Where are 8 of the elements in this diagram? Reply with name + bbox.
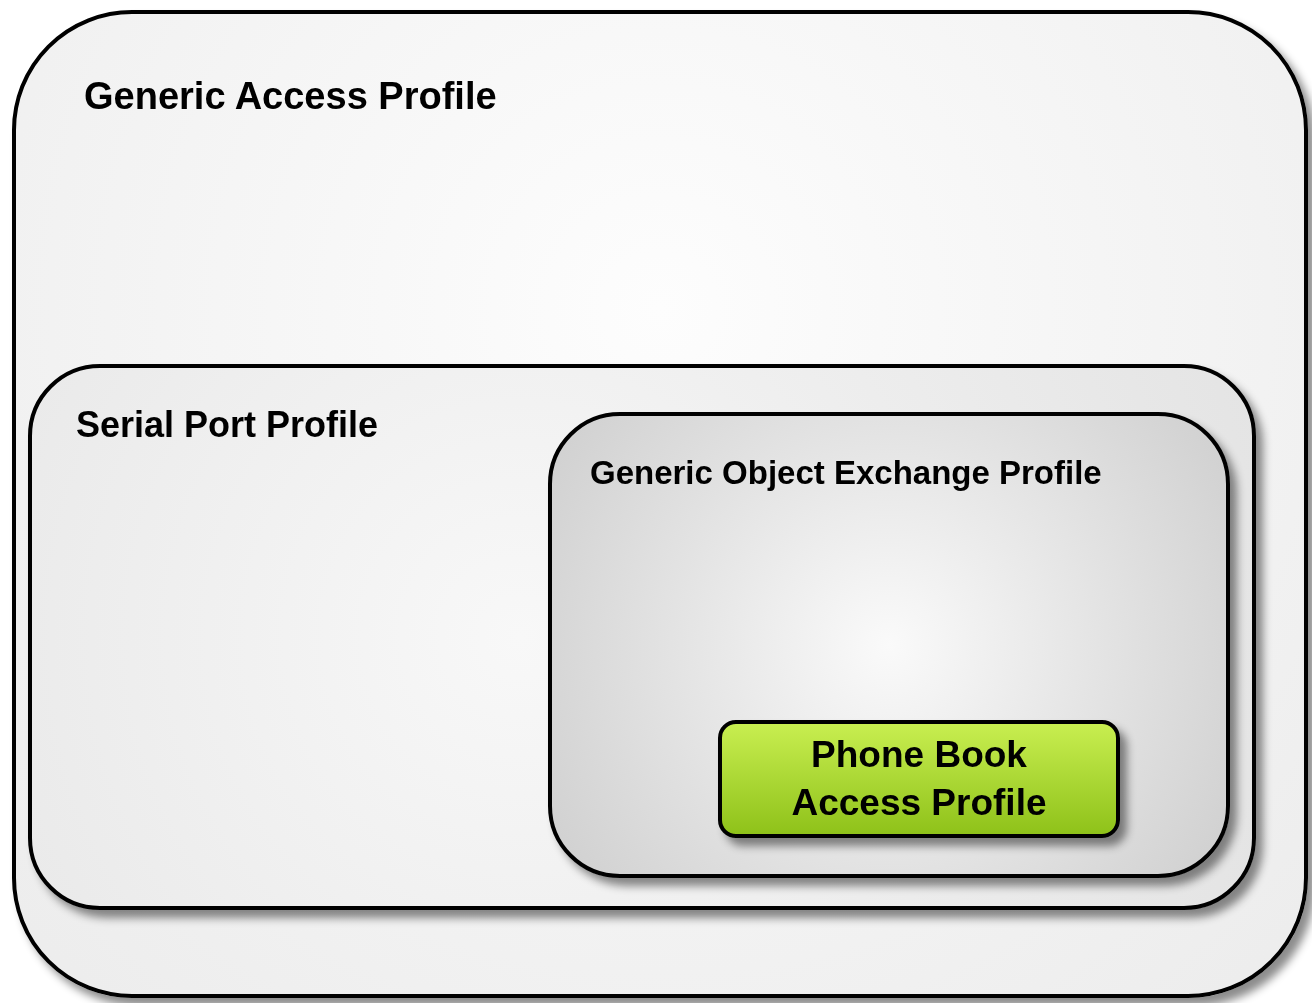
profile-box <box>718 720 1120 838</box>
profile-box <box>12 10 1308 998</box>
profile-box <box>28 364 1256 910</box>
profile-label: Serial Port Profile <box>76 403 379 447</box>
profile-box <box>548 412 1230 878</box>
profile-label: Phone Book Access Profile <box>790 732 1048 825</box>
profile-label: Generic Access Profile <box>84 74 497 119</box>
profile-label: Generic Object Exchange Profile <box>590 453 1102 493</box>
